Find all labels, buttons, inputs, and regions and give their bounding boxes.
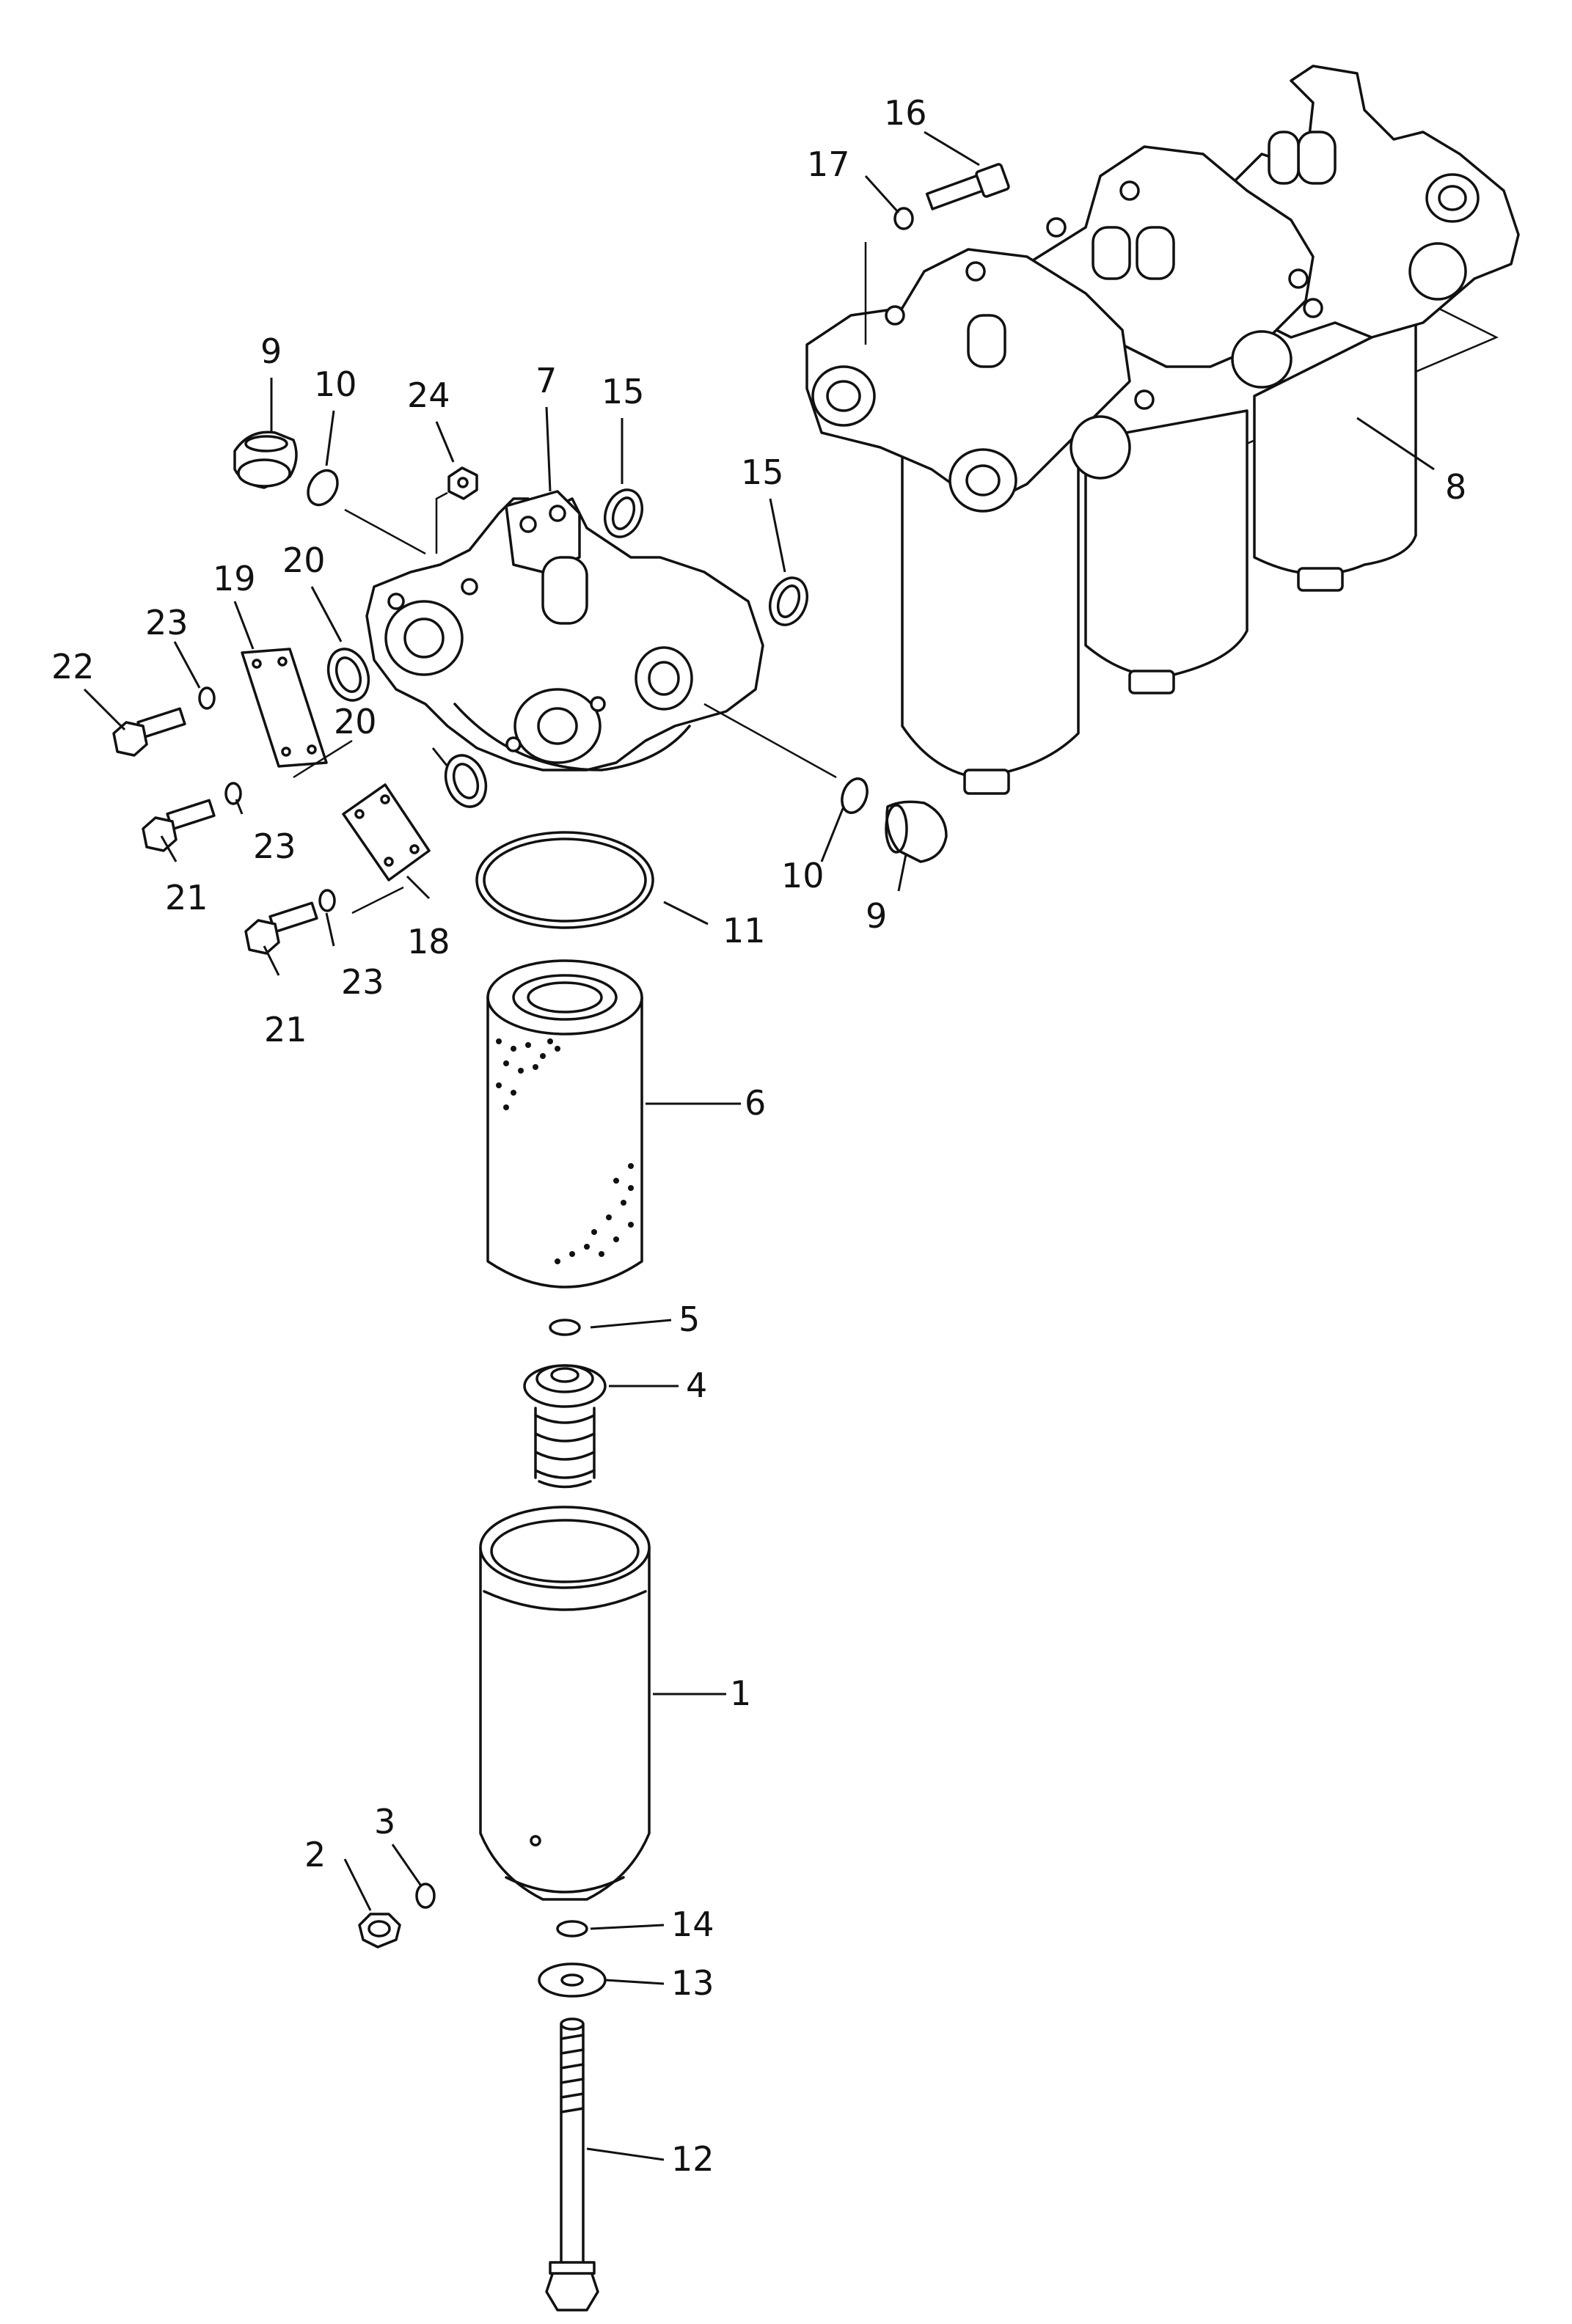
spring-seat-4 [523, 1364, 607, 1489]
washer-23-c [318, 889, 336, 912]
o-ring-15-a [604, 488, 643, 538]
label-part-2: 2 [304, 1835, 326, 1874]
washer-13 [538, 1962, 607, 1998]
nut-24 [435, 466, 478, 554]
label-part-9-right: 9 [866, 896, 887, 936]
label-part-18: 18 [407, 922, 450, 961]
label-part-19: 19 [213, 559, 256, 598]
plug-9-right [885, 800, 948, 863]
o-ring-15-b [769, 576, 808, 626]
label-part-12: 12 [671, 2139, 714, 2179]
o-ring-14 [556, 1920, 588, 1938]
label-part-10-right: 10 [781, 856, 825, 895]
part-labels: 9 10 24 7 15 15 20 19 23 22 20 23 21 18 … [51, 93, 1466, 2179]
label-part-23-b: 23 [253, 826, 296, 866]
label-part-22: 22 [51, 647, 95, 686]
label-part-1: 1 [730, 1674, 751, 1713]
label-part-20-b: 20 [334, 702, 377, 741]
center-bolt-12 [545, 2017, 599, 2312]
washer-17 [864, 207, 914, 345]
o-ring-3 [415, 1883, 436, 1909]
bolt-16 [925, 163, 1010, 210]
label-part-23-c: 23 [341, 962, 384, 1002]
label-part-13: 13 [671, 1963, 714, 2003]
plug-9-left [233, 430, 298, 489]
triple-filter-assembly [805, 65, 1520, 795]
label-part-20-a: 20 [282, 540, 326, 580]
filter-head-7 [365, 490, 764, 771]
label-part-10-left: 10 [314, 364, 357, 404]
label-part-14: 14 [671, 1905, 714, 1944]
label-part-21-a: 21 [165, 878, 208, 917]
label-part-6: 6 [745, 1083, 766, 1123]
label-part-24: 24 [407, 375, 450, 415]
label-part-5: 5 [679, 1300, 700, 1339]
label-part-11: 11 [723, 911, 766, 950]
label-part-23-a: 23 [145, 603, 189, 642]
plate-18 [342, 783, 431, 881]
perforation-dots [496, 1038, 634, 1264]
filter-element-6 [486, 959, 643, 1289]
bolt-21-b [244, 901, 318, 955]
washer-23-b [224, 782, 242, 805]
label-part-9-left: 9 [260, 331, 282, 371]
o-ring-20-a [326, 648, 370, 702]
bolt-21-a [142, 799, 216, 852]
o-ring-10-left [307, 469, 339, 507]
bolt-22 [112, 707, 186, 757]
label-part-16: 16 [884, 93, 927, 133]
label-part-7: 7 [535, 361, 557, 400]
o-ring-10-right [841, 777, 869, 814]
o-ring-11 [475, 831, 654, 929]
filter-case-1 [479, 1506, 651, 1901]
label-part-17: 17 [807, 144, 850, 184]
label-part-15-b: 15 [741, 452, 784, 492]
leader-lines [83, 131, 1435, 2161]
o-ring-20-b [444, 754, 488, 808]
o-ring-5 [549, 1319, 581, 1336]
label-part-4: 4 [686, 1366, 707, 1405]
label-part-8: 8 [1445, 467, 1466, 507]
label-part-3: 3 [374, 1802, 395, 1841]
plate-19 [241, 648, 328, 768]
drain-plug-2 [358, 1913, 401, 1949]
label-part-21-b: 21 [264, 1010, 307, 1049]
label-part-15-a: 15 [602, 372, 645, 411]
washer-23-a [198, 686, 216, 710]
